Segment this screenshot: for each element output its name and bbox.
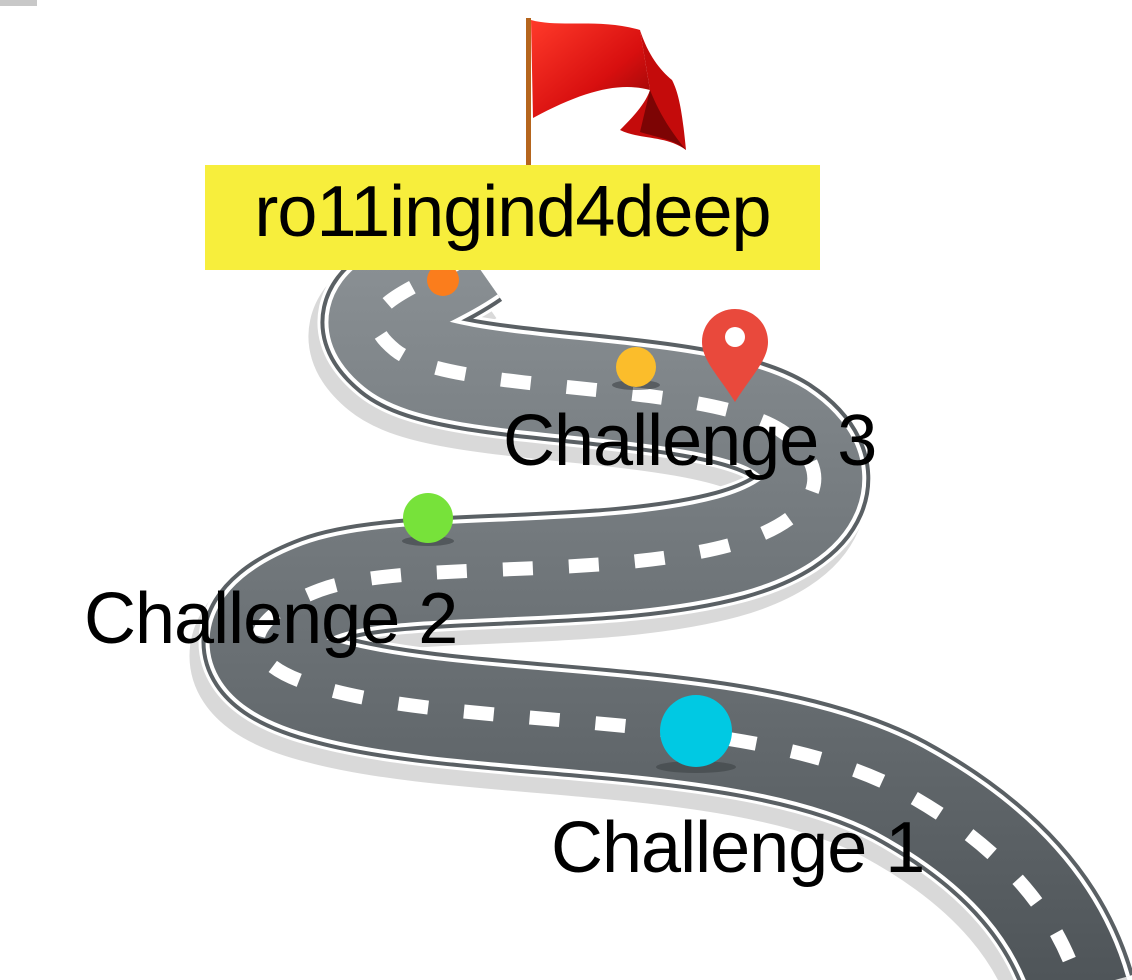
winding-road xyxy=(190,205,1132,980)
red-flag-icon xyxy=(526,18,686,168)
challenge-2-label: Challenge 2 xyxy=(84,579,458,659)
milestone-dot-2 xyxy=(402,493,454,546)
road-center-dashes xyxy=(250,249,1085,980)
milestone-dot-1 xyxy=(656,695,736,773)
title-highlight-box: ro11ingind4deep xyxy=(205,165,820,270)
start-dot xyxy=(427,264,459,296)
challenge-3-label: Challenge 3 xyxy=(503,401,877,481)
challenge-1-label: Challenge 1 xyxy=(551,808,925,888)
map-pin-icon xyxy=(702,309,768,402)
corner-chip xyxy=(0,0,37,6)
milestone-dot-3 xyxy=(612,347,660,390)
roadmap-title: ro11ingind4deep xyxy=(254,171,771,252)
